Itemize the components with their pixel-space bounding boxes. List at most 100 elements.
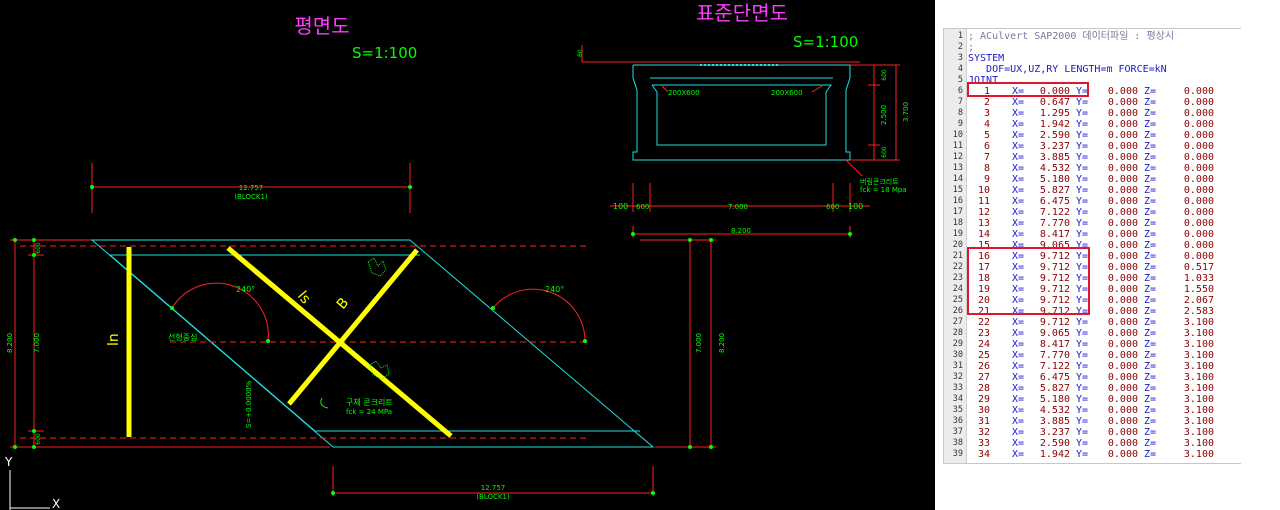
y-label: Y= (1070, 438, 1089, 449)
y-value: 0.000 (1107, 97, 1138, 108)
y-value: 0.000 (1107, 427, 1138, 438)
plan-skewed-outline (20, 239, 655, 448)
line-number: 31 (952, 361, 963, 371)
z-label: Z= (1138, 218, 1157, 229)
x-value: 9.712 (1039, 295, 1070, 306)
joint-id: 7 (983, 152, 990, 163)
z-label: Z= (1138, 207, 1157, 218)
y-label: Y= (1070, 383, 1089, 394)
y-label: Y= (1070, 394, 1089, 405)
x-value: 0.647 (1039, 97, 1070, 108)
x-value: 8.417 (1039, 339, 1070, 350)
dim-bottom-sub: (BLOCK1) (476, 493, 510, 501)
y-value: 0.000 (1107, 152, 1138, 163)
x-label: X= (1011, 284, 1024, 295)
z-label: Z= (1138, 317, 1157, 328)
y-label: Y= (1070, 427, 1089, 438)
angle-arcs: 240° 240° 선형중심 (168, 282, 587, 343)
x-label: X= (1011, 97, 1024, 108)
x-label: X= (1011, 196, 1024, 207)
joint-id: 24 (977, 339, 990, 350)
joint-id: 10 (977, 185, 990, 196)
y-value: 0.000 (1107, 218, 1138, 229)
joint-id: 34 (977, 449, 990, 460)
x-label: X= (1011, 438, 1024, 449)
z-value: 3.100 (1183, 328, 1214, 339)
line-number: 21 (952, 251, 963, 261)
joint-id: 4 (983, 119, 990, 130)
line-number: 19 (952, 229, 963, 239)
z-label: Z= (1138, 108, 1157, 119)
x-label: X= (1011, 317, 1024, 328)
joint-id: 29 (977, 394, 990, 405)
dim-left-total: 8.200 (6, 333, 14, 353)
joint-id: 12 (977, 207, 990, 218)
y-label: Y= (1070, 339, 1089, 350)
x-label: X= (1011, 416, 1024, 427)
x-value: 3.237 (1039, 141, 1070, 152)
joint-id: 21 (977, 306, 990, 317)
z-value: 2.583 (1183, 306, 1214, 317)
line-number: 22 (952, 262, 963, 272)
section-title: 표준단면도 (696, 1, 788, 25)
y-value: 0.000 (1107, 174, 1138, 185)
y-label: Y= (1070, 273, 1089, 284)
angle-right: 240° (545, 285, 564, 294)
x-value: 5.827 (1039, 185, 1070, 196)
z-value: 3.100 (1183, 317, 1214, 328)
x-label: X= (1011, 251, 1024, 262)
x-value: 1.295 (1039, 108, 1070, 119)
z-label: Z= (1138, 284, 1157, 295)
y-label: Y= (1070, 97, 1089, 108)
lean-concrete-label: 버림콘크리트 (860, 177, 899, 186)
z-value: 3.100 (1183, 394, 1214, 405)
x-label: X= (1011, 372, 1024, 383)
sec-b-7000: 7.000 (728, 203, 748, 211)
z-value: 1.550 (1183, 284, 1214, 295)
z-label: Z= (1138, 361, 1157, 372)
y-value: 0.000 (1107, 196, 1138, 207)
y-value: 0.000 (1107, 119, 1138, 130)
y-label: Y= (1070, 108, 1089, 119)
y-label: Y= (1070, 229, 1089, 240)
line-number: 9 (957, 119, 963, 129)
z-value: 0.000 (1183, 97, 1214, 108)
z-value: 3.100 (1183, 361, 1214, 372)
z-label: Z= (1138, 130, 1157, 141)
z-value: 0.000 (1183, 152, 1214, 163)
x-value: 3.885 (1039, 152, 1070, 163)
y-label: Y= (1070, 163, 1089, 174)
y-value: 0.000 (1107, 108, 1138, 119)
z-value: 2.067 (1183, 295, 1214, 306)
line-number: 17 (952, 207, 963, 217)
body-concrete-label: 구체 콘크리트 (346, 397, 393, 407)
y-value: 0.000 (1107, 284, 1138, 295)
y-value: 0.000 (1107, 240, 1138, 251)
y-value: 0.000 (1107, 361, 1138, 372)
z-label: Z= (1138, 306, 1157, 317)
joint-id: 31 (977, 416, 990, 427)
sec-haunch-left: 200X600 (668, 89, 700, 97)
x-value: 9.712 (1039, 317, 1070, 328)
z-label: Z= (1138, 185, 1157, 196)
joint-id: 26 (977, 361, 990, 372)
y-label: Y= (1070, 185, 1089, 196)
cad-drawing-viewport[interactable]: 평면도 S=1:100 표준단면도 S=1:100 12.757 (BLOCK1… (0, 0, 935, 510)
x-value: 7.770 (1039, 350, 1070, 361)
y-value: 0.000 (1107, 405, 1138, 416)
z-label: Z= (1138, 372, 1157, 383)
y-label: Y= (1070, 372, 1089, 383)
line-number: 36 (952, 416, 963, 426)
header-line: ; ACulvert SAP2000 데이터파일 : 평상시 (968, 31, 1175, 42)
x-value: 3.237 (1039, 427, 1070, 438)
y-label: Y= (1070, 328, 1089, 339)
